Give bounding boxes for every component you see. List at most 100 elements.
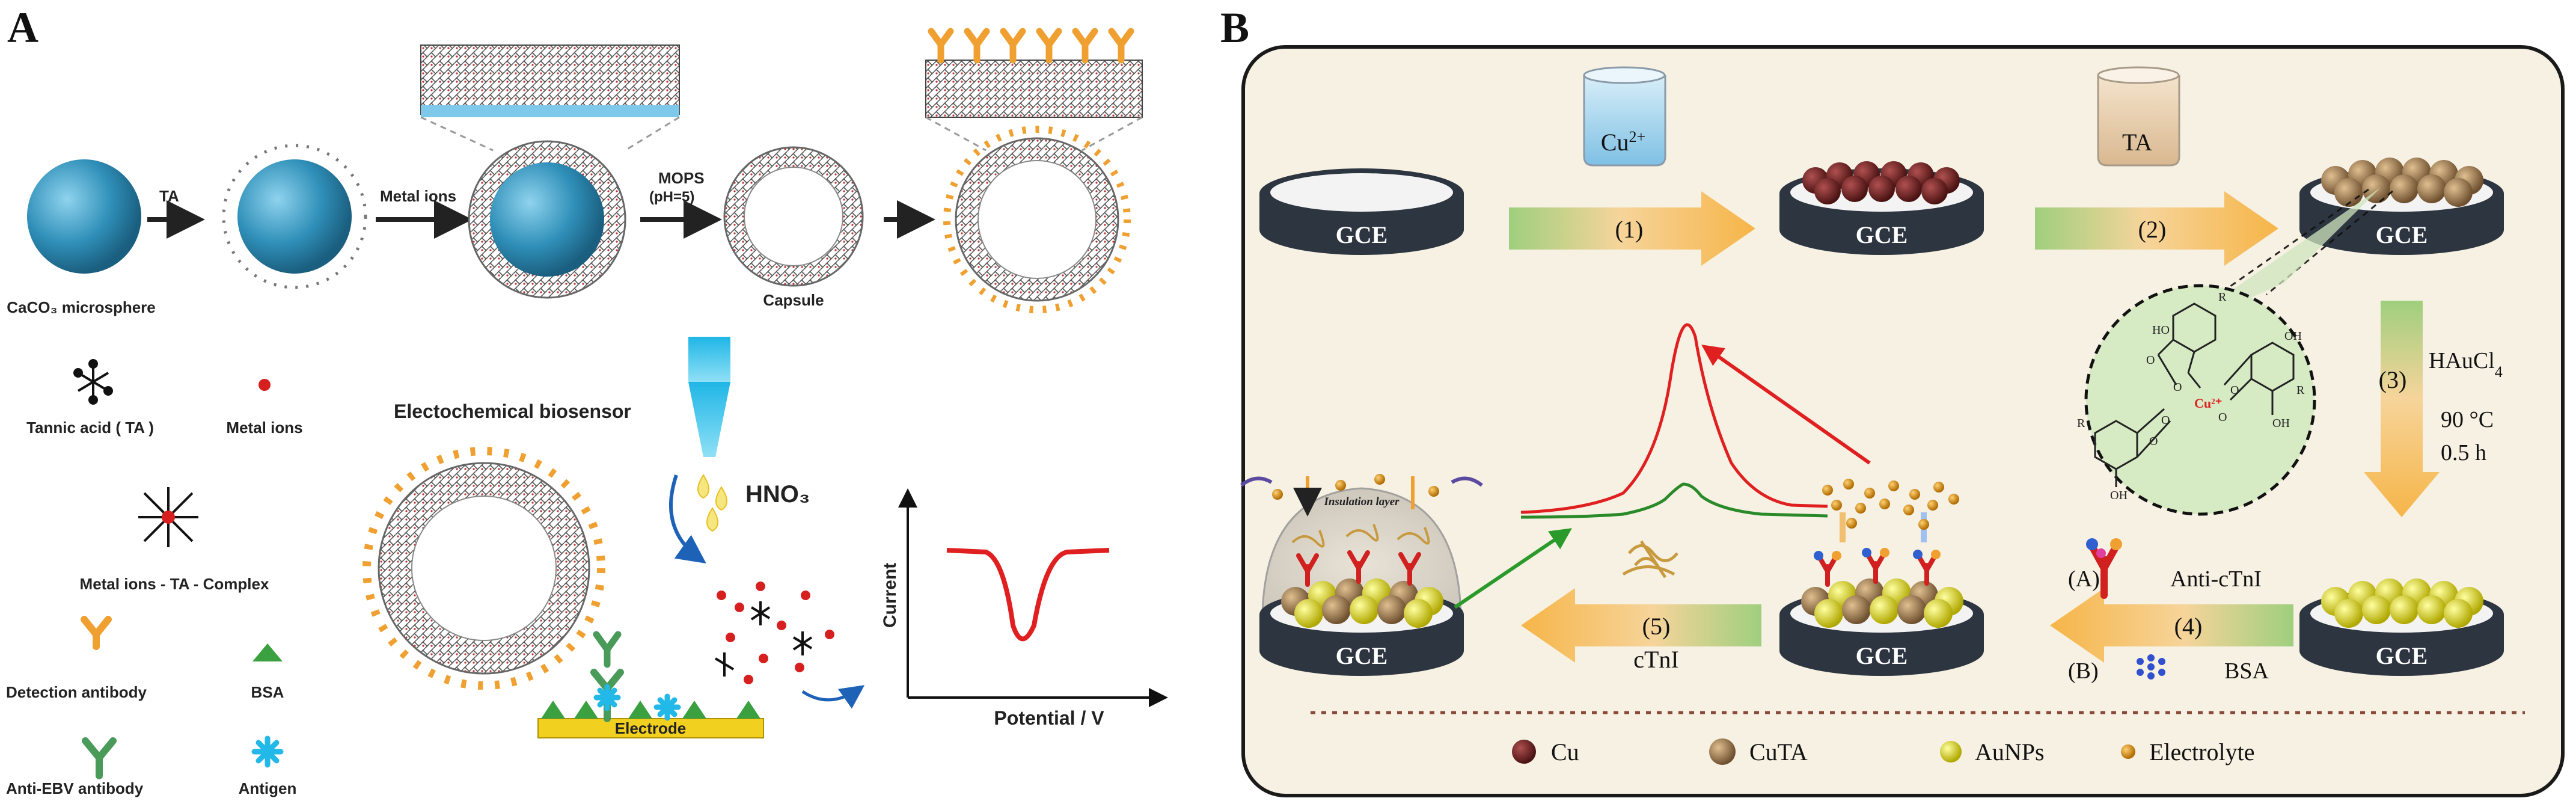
legend-cuta-label: CuTA bbox=[1749, 738, 1808, 766]
arrow-step-1 bbox=[1509, 191, 1755, 266]
panel-b-frame bbox=[1241, 45, 2565, 797]
y-axis-label-a: Current bbox=[880, 563, 900, 628]
panel-a-letter: A bbox=[7, 4, 38, 52]
antibody-capsule bbox=[943, 126, 1131, 313]
arrow-step-2 bbox=[2035, 191, 2278, 266]
x-axis-label-a: Potential / V bbox=[994, 707, 1104, 729]
step-3-temp: 90 °C bbox=[2441, 407, 2494, 432]
arrow-signal-decrease bbox=[1454, 528, 1572, 609]
step-4-bsa: BSA bbox=[2224, 658, 2269, 684]
svg-text:HO: HO bbox=[2152, 324, 2170, 337]
gce-aunps bbox=[2299, 578, 2504, 676]
svg-text:O: O bbox=[2230, 384, 2239, 397]
svg-text:R: R bbox=[2296, 384, 2305, 397]
cu-particles bbox=[1802, 161, 1960, 204]
svg-text:OH: OH bbox=[2110, 489, 2128, 502]
step-4b-label: (B) bbox=[2068, 658, 2099, 684]
biosensor-title: Electochemical biosensor bbox=[394, 400, 631, 422]
panel-b-letter: B bbox=[1220, 4, 1249, 52]
svg-text:R: R bbox=[2218, 290, 2227, 304]
legend-a: Tannic acid ( TA ) Metal ions Metal ions… bbox=[6, 359, 303, 797]
arrow-to-detection bbox=[801, 685, 865, 709]
electrode: Electrode bbox=[537, 631, 764, 738]
metal-ta-shell-sphere bbox=[468, 140, 626, 299]
ta-coated-sphere bbox=[222, 144, 367, 289]
legend-bsa: BSA bbox=[251, 683, 284, 701]
hno3-label: HNO₃ bbox=[745, 481, 810, 508]
detection-antibody-icon bbox=[81, 616, 112, 650]
step-4-antibody: Anti-cTnI bbox=[2170, 566, 2262, 592]
dpv-curves bbox=[1520, 323, 1828, 519]
legend-cu-label: Cu bbox=[1551, 738, 1579, 766]
gce-cuta bbox=[2299, 158, 2504, 255]
sensing-capsule bbox=[363, 447, 605, 690]
capsule bbox=[723, 146, 864, 287]
anti-ebv-antibody-icon bbox=[82, 737, 117, 779]
film-inset-1 bbox=[420, 44, 680, 152]
gce-label-3: GCE bbox=[2376, 221, 2428, 248]
svg-text:O: O bbox=[2218, 411, 2227, 424]
gce-label-2: GCE bbox=[1856, 221, 1908, 248]
capsule-label: Capsule bbox=[763, 291, 824, 309]
cu2-center-label: Cu²⁺ bbox=[2194, 396, 2222, 411]
arrow-signal-increase bbox=[1701, 345, 1871, 465]
svg-text:R: R bbox=[2077, 417, 2085, 430]
panel-a: A CaCO₃ microsphere TA Metal ions bbox=[6, 4, 1168, 797]
cuta-particles bbox=[2321, 158, 2483, 207]
legend-anti-ebv: Anti-EBV antibody bbox=[6, 779, 144, 797]
gce-label-5: GCE bbox=[1856, 642, 1908, 669]
beaker-cu-label: Cu2+ bbox=[1601, 128, 1645, 156]
arrow-step-3 bbox=[2364, 301, 2440, 517]
arrow-acid-dissolution bbox=[669, 474, 706, 563]
tannic-acid-icon bbox=[73, 359, 113, 405]
step-3-time: 0.5 h bbox=[2441, 440, 2486, 465]
caco3-microsphere bbox=[27, 159, 141, 274]
gce-label-4: GCE bbox=[2376, 642, 2428, 669]
step-2-label: (2) bbox=[2138, 216, 2167, 243]
legend-complex: Metal ions - TA - Complex bbox=[80, 575, 269, 593]
step-5-target: cTnI bbox=[1633, 646, 1679, 673]
legend-detection-antibody: Detection antibody bbox=[6, 683, 147, 701]
svg-text:O: O bbox=[2161, 414, 2170, 427]
aunp-particles bbox=[2321, 578, 2483, 628]
legend-aunps-swatch bbox=[1940, 741, 1962, 763]
gce-label-1: GCE bbox=[1336, 221, 1388, 248]
voltammogram-a: Current Potential / V bbox=[880, 488, 1168, 729]
film-inset-2 bbox=[925, 31, 1143, 152]
legend-b: Cu CuTA AuNPs Electrolyte bbox=[1512, 738, 2254, 766]
legend-electrolyte-swatch bbox=[2121, 744, 2135, 759]
step-4-label: (4) bbox=[2174, 613, 2203, 640]
svg-text:OH: OH bbox=[2284, 330, 2302, 343]
reduction-peak-curve bbox=[946, 548, 1110, 642]
curve-red bbox=[1520, 323, 1828, 514]
gce-cu bbox=[1779, 161, 1984, 255]
electrode-label: Electrode bbox=[615, 719, 687, 737]
legend-metal-ions: Metal ions bbox=[226, 419, 302, 437]
ctni-molecule-icon bbox=[1622, 540, 1678, 578]
step-5-label: (5) bbox=[1642, 613, 1671, 640]
legend-tannic-acid: Tannic acid ( TA ) bbox=[26, 419, 154, 437]
beaker-ta bbox=[2097, 66, 2180, 167]
cuta-structure-inset: HO O O Cu²⁺ O O O O OH OH OH R R R bbox=[2077, 188, 2393, 516]
microsphere-label: CaCO₃ microsphere bbox=[7, 298, 156, 316]
gce-immunosensor bbox=[1779, 512, 1984, 676]
released-ions bbox=[714, 581, 834, 684]
step-mops-label: MOPS bbox=[658, 169, 705, 187]
curve-green bbox=[1520, 482, 1828, 519]
svg-text:OH: OH bbox=[2272, 417, 2290, 430]
svg-text:O: O bbox=[2149, 435, 2158, 448]
legend-aunps-label: AuNPs bbox=[1975, 738, 2045, 766]
bsa-molecule-icon bbox=[2137, 654, 2165, 680]
gce-detection bbox=[1240, 474, 1483, 676]
hno3-droplets bbox=[697, 474, 727, 532]
gce-label-6: GCE bbox=[1336, 642, 1388, 669]
arrow-step-4 bbox=[2050, 588, 2293, 663]
legend-antigen: Antigen bbox=[239, 779, 297, 797]
step-mops-ph-label: (pH=5) bbox=[649, 189, 694, 205]
bsa-icon bbox=[252, 643, 283, 661]
complex-icon bbox=[138, 487, 198, 547]
insulation-layer-label: Insulation layer bbox=[1323, 496, 1400, 508]
svg-text:O: O bbox=[2173, 381, 2182, 394]
step-1-label: (1) bbox=[1615, 216, 1644, 243]
